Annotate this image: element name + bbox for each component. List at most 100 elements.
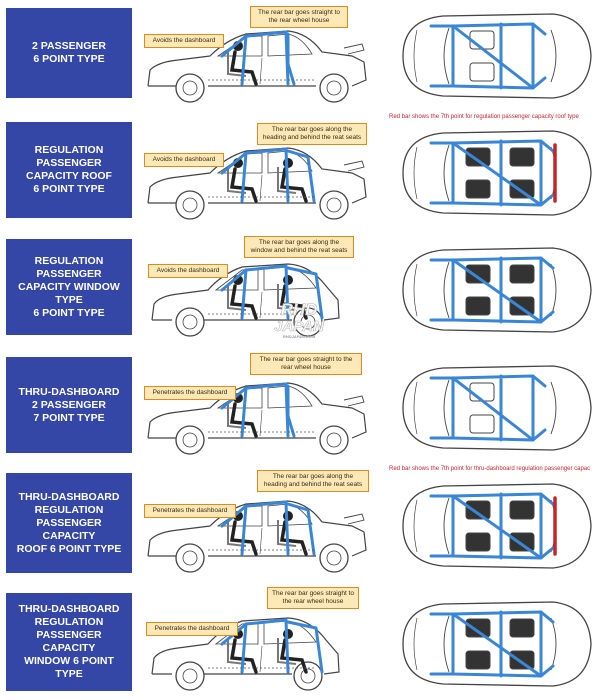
front-callout: Avoids the dashboard: [144, 34, 224, 48]
cage-type-row: REGULATION PASSENGER CAPACITY ROOF 6 POI…: [0, 114, 600, 229]
top-seat: [509, 650, 535, 670]
top-seat: [509, 296, 535, 316]
rear-wheel-hub: [300, 314, 316, 330]
hood-line: [413, 29, 418, 83]
hood-line: [413, 146, 418, 200]
roll-cage-bars: [240, 618, 324, 674]
hood-line: [413, 381, 418, 435]
front-wheel: [175, 543, 205, 573]
rear-wheel: [293, 661, 323, 691]
side-view-car: [147, 382, 367, 455]
occupant-body: [279, 638, 308, 674]
rear-wheel-hub: [326, 197, 342, 213]
rear-wheel-hub: [326, 550, 342, 566]
top-seat: [465, 179, 491, 199]
top-view-car: [402, 13, 592, 99]
front-wheel-hub: [182, 197, 198, 213]
side-view-car: [151, 617, 340, 691]
top-seat: [465, 500, 491, 520]
a-pillar-bar: [220, 151, 248, 175]
type-label: 2 PASSENGER 6 POINT TYPE: [6, 8, 132, 98]
top-seat: [465, 147, 491, 167]
cage-type-row: 2 PASSENGER 6 POINT TYPE Avoids the dash…: [0, 0, 600, 112]
top-roll-cage-bars: [429, 610, 555, 678]
seat: [277, 167, 297, 194]
windshield: [443, 615, 450, 673]
front-callout: Penetrates the dashboard: [144, 386, 236, 400]
top-seat: [509, 500, 535, 520]
top-view-car: [402, 601, 592, 687]
front-wheel: [175, 425, 205, 455]
front-callout: Penetrates the dashboard: [144, 504, 236, 518]
rear-callout: The rear bar goes along the heading and …: [257, 123, 367, 145]
cage-type-row: REGULATION PASSENGER CAPACITY WINDOW TYP…: [0, 234, 600, 346]
front-callout: Avoids the dashboard: [144, 153, 224, 167]
car-body-outline: [147, 147, 367, 204]
rear-wheel: [319, 190, 349, 220]
front-wheel: [175, 73, 205, 103]
rear-callout: The rear bar goes along the heading and …: [257, 470, 369, 492]
side-view-car: [147, 30, 367, 103]
top-view-car: [402, 483, 592, 569]
top-seat: [469, 382, 495, 402]
rear-wheel: [293, 307, 323, 337]
occupant-body: [279, 284, 308, 320]
front-wheel: [175, 190, 205, 220]
front-wheel: [175, 307, 205, 337]
rear-callout: The rear bar goes along the window and b…: [244, 236, 354, 258]
windshield: [443, 144, 450, 202]
seat: [227, 638, 247, 665]
top-seat: [509, 532, 535, 552]
hood-line: [413, 617, 418, 671]
top-seat: [509, 147, 535, 167]
roll-cage-bars: [240, 264, 324, 320]
seat: [227, 402, 247, 429]
front-wheel-hub: [182, 80, 198, 96]
rear-window: [267, 33, 313, 57]
seat: [227, 520, 247, 547]
top-view-car: [402, 247, 592, 333]
front-wheel-hub: [182, 668, 198, 684]
rear-glass: [550, 381, 557, 435]
top-roll-cage-bars: [429, 256, 555, 324]
roll-cage-bars: [240, 500, 316, 556]
type-label: THRU-DASHBOARD REGULATION PASSENGER CAPA…: [6, 593, 132, 691]
top-seat: [469, 30, 495, 50]
rear-callout: The rear bar goes straight to the rear w…: [250, 6, 348, 28]
front-wheel-hub: [182, 550, 198, 566]
top-seat: [469, 414, 495, 434]
front-wheel-hub: [182, 432, 198, 448]
type-label: THRU-DASHBOARD REGULATION PASSENGER CAPA…: [6, 473, 132, 573]
front-callout: Avoids the dashboard: [148, 264, 228, 278]
rear-wheel: [319, 543, 349, 573]
occupant-body: [279, 520, 308, 556]
rear-callout: The rear bar goes straight to the rear w…: [250, 353, 362, 375]
top-seat: [469, 62, 495, 82]
rear-wing: [343, 395, 365, 407]
front-wheel: [175, 661, 205, 691]
windshield: [443, 261, 450, 319]
occupant-body: [279, 167, 308, 203]
top-seat: [465, 296, 491, 316]
rear-window: [267, 385, 313, 409]
rear-wing: [343, 160, 365, 172]
seat: [227, 167, 247, 194]
seat: [277, 520, 297, 547]
seat: [227, 50, 247, 77]
top-roll-cage-bars: [429, 22, 547, 90]
seat: [227, 284, 247, 311]
type-label: REGULATION PASSENGER CAPACITY ROOF 6 POI…: [6, 122, 132, 218]
top-seat: [509, 618, 535, 638]
red-bar-note: Red bar shows the 7th point for thru-das…: [389, 466, 591, 472]
rear-wing: [343, 513, 365, 525]
car-body-outline: [147, 30, 367, 87]
hood-line: [413, 263, 418, 317]
windshield: [443, 497, 450, 555]
rear-wheel-hub: [326, 80, 342, 96]
roll-cage-bars: [240, 30, 296, 86]
type-label: REGULATION PASSENGER CAPACITY WINDOW TYP…: [6, 239, 132, 335]
rhd-japan-watermark: RHD JAPAN RHDJAPAN.COM: [274, 300, 324, 339]
top-seat: [465, 650, 491, 670]
top-seat: [509, 179, 535, 199]
front-callout: Penetrates the dashboard: [146, 622, 238, 636]
